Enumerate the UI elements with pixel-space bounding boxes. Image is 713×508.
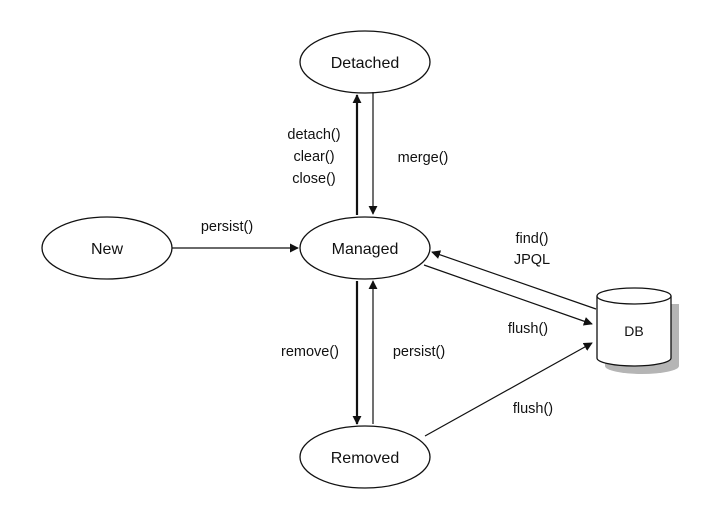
state-detached: Detached [299, 30, 431, 94]
edge-label-flush-managed: flush() [508, 321, 548, 337]
edge-label-jpql: JPQL [514, 252, 550, 268]
edge-label-clear: clear() [293, 149, 334, 165]
state-detached-label: Detached [331, 55, 400, 72]
edge-label-persist-removed: persist() [393, 344, 445, 360]
arrow-db-to-managed [431, 250, 597, 310]
edge-label-persist-new: persist() [201, 219, 253, 235]
state-removed: Removed [299, 425, 431, 489]
arrow-removed-to-db [424, 342, 593, 437]
edge-label-find: find() [515, 231, 548, 247]
edge-label-remove: remove() [281, 344, 339, 360]
db-label: DB [624, 323, 643, 339]
state-managed-label: Managed [332, 241, 399, 258]
state-detached-shape [299, 30, 431, 94]
edge-label-flush-removed: flush() [513, 401, 553, 417]
db-body [596, 296, 672, 367]
arrow-managed-to-db [423, 264, 593, 326]
edge-label-detach: detach() [287, 127, 340, 143]
state-new: New [41, 216, 173, 280]
state-removed-label: Removed [331, 450, 399, 467]
state-managed-shape [299, 216, 431, 280]
state-managed: Managed [299, 216, 431, 280]
state-new-label: New [91, 241, 123, 258]
edge-label-close: close() [292, 171, 336, 187]
edge-label-merge: merge() [398, 150, 449, 166]
state-removed-shape [299, 425, 431, 489]
db-top [596, 287, 672, 305]
database-cylinder: DB [596, 287, 679, 374]
